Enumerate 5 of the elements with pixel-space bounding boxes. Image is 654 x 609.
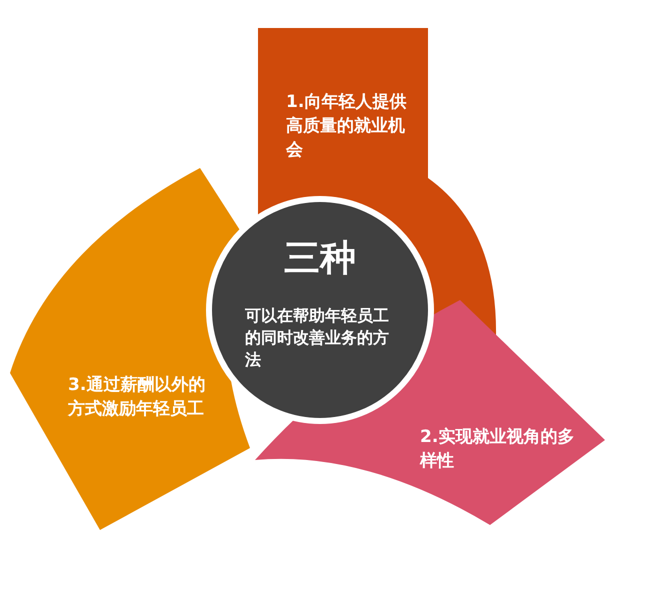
- item-text: 2.实现就业视角的多样性: [420, 426, 576, 473]
- item-text: 1.向年轻人提供高质量的就业机会: [286, 91, 408, 162]
- item-text: 3.通过薪酬以外的方式激励年轻员工: [68, 374, 206, 421]
- heading: 三种: [283, 237, 357, 281]
- description-text: 可以在帮助年轻员工的同时改善业务的方法: [245, 305, 390, 371]
